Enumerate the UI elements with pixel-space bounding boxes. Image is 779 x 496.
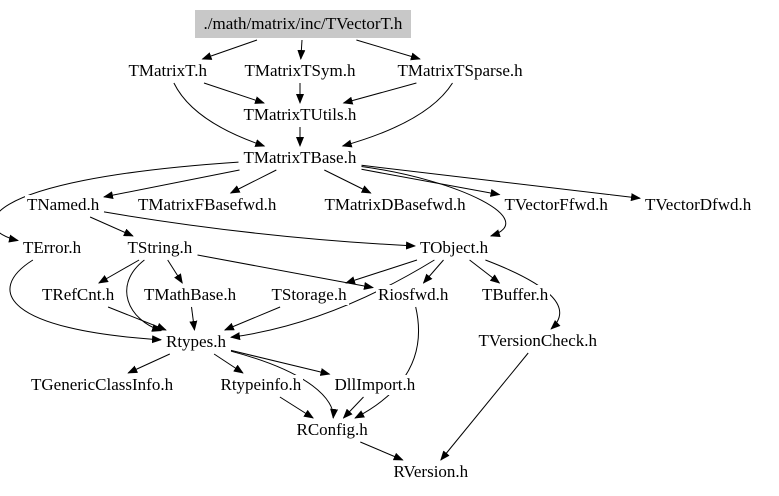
node-TStorage[interactable]: TStorage.h xyxy=(269,285,349,305)
edge-TVectorT-to-TMatrixTSym xyxy=(297,39,306,60)
edge-TMatrixTBase-to-TMatrixDBasefwd xyxy=(324,169,372,194)
edge-TMatrixTBase-to-TNamed xyxy=(103,169,240,200)
edge-TVectorT-to-TMatrixT xyxy=(201,39,258,60)
edge-TMatrixTBase-to-TMatrixFBasefwd xyxy=(229,169,277,194)
node-TRefCnt[interactable]: TRefCnt.h xyxy=(40,285,117,305)
node-TMatrixFBasefwd[interactable]: TMatrixFBasefwd.h xyxy=(136,195,279,215)
node-TVectorFfwd[interactable]: TVectorFfwd.h xyxy=(502,195,610,215)
edge-TMathBase-to-Rtypes xyxy=(189,306,198,331)
edge-TMatrixTSparse-to-TMatrixTBase xyxy=(341,82,453,148)
edge-Rtypeinfo-to-RConfig xyxy=(279,396,314,419)
edge-TObject-to-Rtypes xyxy=(230,259,435,341)
node-RConfig[interactable]: RConfig.h xyxy=(294,420,370,440)
node-TGenericClassInfo[interactable]: TGenericClassInfo.h xyxy=(29,375,176,395)
edge-TObject-to-TBuffer xyxy=(469,259,501,284)
node-Rtypeinfo[interactable]: Rtypeinfo.h xyxy=(218,375,304,395)
node-DllImport[interactable]: DllImport.h xyxy=(332,375,418,395)
edge-TVersionCheck-to-RVersion xyxy=(440,352,529,461)
edge-TMatrixTBase-to-TError xyxy=(0,161,239,243)
node-TMatrixTSparse[interactable]: TMatrixTSparse.h xyxy=(395,61,525,81)
node-TError[interactable]: TError.h xyxy=(21,238,84,258)
edge-TObject-to-TVersionCheck xyxy=(485,259,561,330)
edge-TVectorT-to-TMatrixTSparse xyxy=(356,39,421,61)
edge-TString-to-TMathBase xyxy=(167,259,183,284)
edge-RConfig-to-RVersion xyxy=(360,441,404,461)
edge-TMatrixT-to-TMatrixTBase xyxy=(173,82,266,147)
edge-TNamed-to-TObject xyxy=(103,211,416,250)
node-TVectorT: ./math/matrix/inc/TVectorT.h xyxy=(194,10,412,38)
node-TMatrixT[interactable]: TMatrixT.h xyxy=(126,61,210,81)
edge-Rtypes-to-RConfig xyxy=(230,350,339,419)
edge-TMatrixTSparse-to-TMatrixTUtils xyxy=(342,82,417,105)
edge-TMatrixTBase-to-TVectorFfwd xyxy=(361,168,501,197)
edge-TMatrixT-to-TMatrixTUtils xyxy=(203,82,265,104)
node-TNamed[interactable]: TNamed.h xyxy=(25,195,102,215)
edge-TMatrixTBase-to-TVectorDfwd xyxy=(361,164,641,202)
edge-Rtypes-to-Rtypeinfo xyxy=(213,353,244,374)
edge-TStorage-to-Rtypes xyxy=(223,306,281,331)
edge-Rtypes-to-TGenericClassInfo xyxy=(127,353,171,374)
edge-TError-to-Rtypes xyxy=(9,259,162,344)
node-TMatrixTUtils[interactable]: TMatrixTUtils.h xyxy=(241,105,359,125)
node-TMatrixDBasefwd[interactable]: TMatrixDBasefwd.h xyxy=(322,195,468,215)
edge-TString-to-TRefCnt xyxy=(98,259,140,284)
edge-TObject-to-TStorage xyxy=(345,259,418,285)
node-Riosfwd[interactable]: Riosfwd.h xyxy=(376,285,451,305)
node-TVersionCheck[interactable]: TVersionCheck.h xyxy=(476,331,600,351)
node-TMatrixTBase[interactable]: TMatrixTBase.h xyxy=(241,148,359,168)
edge-TObject-to-Riosfwd xyxy=(422,259,444,284)
edge-TRefCnt-to-Rtypes xyxy=(107,306,167,331)
edge-Rtypes-to-DllImport xyxy=(230,349,331,376)
node-TString[interactable]: TString.h xyxy=(125,238,195,258)
node-Rtypes[interactable]: Rtypes.h xyxy=(164,332,228,352)
node-TMatrixTSym[interactable]: TMatrixTSym.h xyxy=(242,61,358,81)
edge-TString-to-Riosfwd xyxy=(197,254,374,290)
edge-Riosfwd-to-RConfig xyxy=(354,306,420,419)
node-TVectorDfwd[interactable]: TVectorDfwd.h xyxy=(643,195,754,215)
node-TBuffer[interactable]: TBuffer.h xyxy=(480,285,551,305)
edge-DllImport-to-RConfig xyxy=(342,396,364,419)
edge-TMatrixTBase-to-TObject xyxy=(361,166,507,238)
node-TObject[interactable]: TObject.h xyxy=(418,238,491,258)
edge-TString-to-Rtypes xyxy=(126,259,162,332)
node-TMathBase[interactable]: TMathBase.h xyxy=(142,285,239,305)
edge-TNamed-to-TString xyxy=(89,216,134,237)
node-RVersion[interactable]: RVersion.h xyxy=(391,462,471,482)
